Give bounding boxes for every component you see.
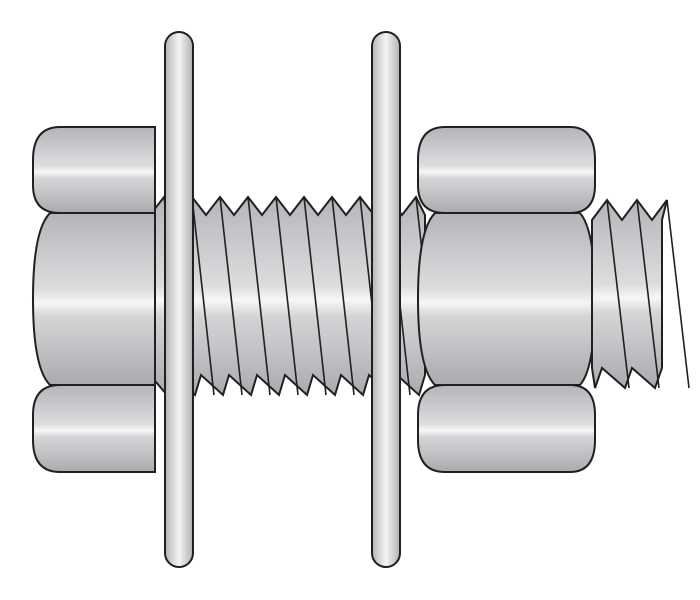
thread-ridge: [636, 199, 660, 389]
hex-nut: [416, 126, 597, 473]
thread-end-outline: [591, 198, 668, 390]
thread-end: [591, 198, 690, 390]
thread-ridge: [219, 196, 243, 396]
thread-ridge: [247, 196, 271, 396]
thread-ridge: [275, 196, 299, 396]
bolt-head: [31, 126, 156, 473]
thread-ridge: [191, 196, 215, 396]
thread-ridge: [606, 199, 630, 389]
thread-ridge: [666, 199, 690, 389]
thread-ridge: [303, 196, 327, 396]
washer-right: [371, 31, 401, 568]
washer-left: [164, 31, 194, 568]
thread-ridge: [331, 196, 355, 396]
